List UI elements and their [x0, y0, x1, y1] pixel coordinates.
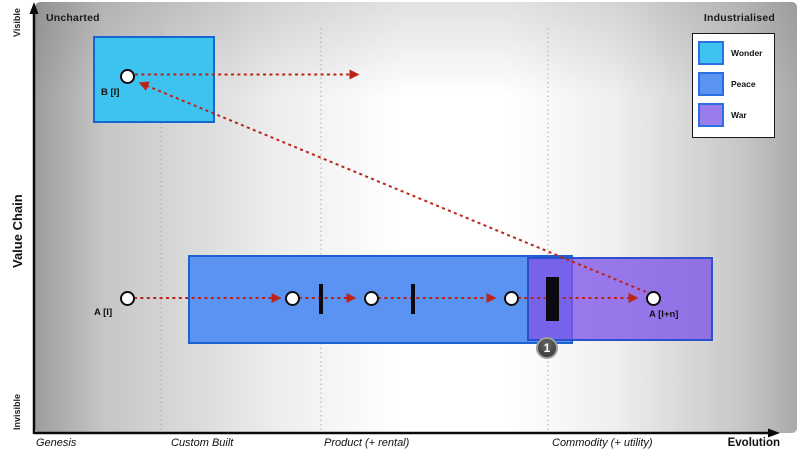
y-axis-visible-label: Visible	[12, 8, 22, 37]
stage-label-product: Product (+ rental)	[324, 437, 410, 449]
node-b-start-label: B [I]	[101, 87, 120, 98]
stage-label-custom: Custom Built	[171, 437, 234, 449]
node-a-end	[645, 290, 661, 306]
region-industrialised-label: Industrialised	[703, 12, 775, 24]
legend-item-peace: Peace	[698, 72, 770, 96]
x-axis-title: Evolution	[727, 437, 780, 449]
annotation-badge-number: 1	[543, 341, 551, 355]
wonder-stage-box	[93, 36, 215, 123]
legend-swatch-war	[698, 103, 724, 127]
annotation-badge-1: 1	[536, 337, 558, 359]
legend-swatch-peace	[698, 72, 724, 96]
y-axis-title: Value Chain	[10, 194, 25, 268]
node-a-start	[119, 290, 135, 306]
legend: Wonder Peace War	[692, 33, 775, 138]
legend-swatch-wonder	[698, 41, 724, 65]
node-a-step2	[363, 290, 379, 306]
legend-item-war: War	[698, 103, 770, 127]
stage-label-genesis: Genesis	[36, 437, 77, 449]
node-a-end-label: A [I+n]	[649, 309, 679, 320]
node-a-step3	[503, 290, 519, 306]
legend-item-wonder: Wonder	[698, 41, 770, 65]
inertia-bar-2	[411, 284, 415, 314]
region-uncharted-label: Uncharted	[46, 12, 100, 24]
stage-label-commodity: Commodity (+ utility)	[552, 437, 653, 449]
inertia-bar-large	[546, 277, 559, 321]
y-axis-invisible-label: Invisible	[12, 393, 22, 430]
legend-label-peace: Peace	[731, 79, 756, 89]
legend-label-war: War	[731, 110, 747, 120]
node-a-start-label: A [I]	[94, 307, 113, 318]
node-b-start	[119, 68, 135, 84]
node-a-step1	[284, 290, 300, 306]
legend-label-wonder: Wonder	[731, 48, 763, 58]
inertia-bar-1	[319, 284, 323, 314]
